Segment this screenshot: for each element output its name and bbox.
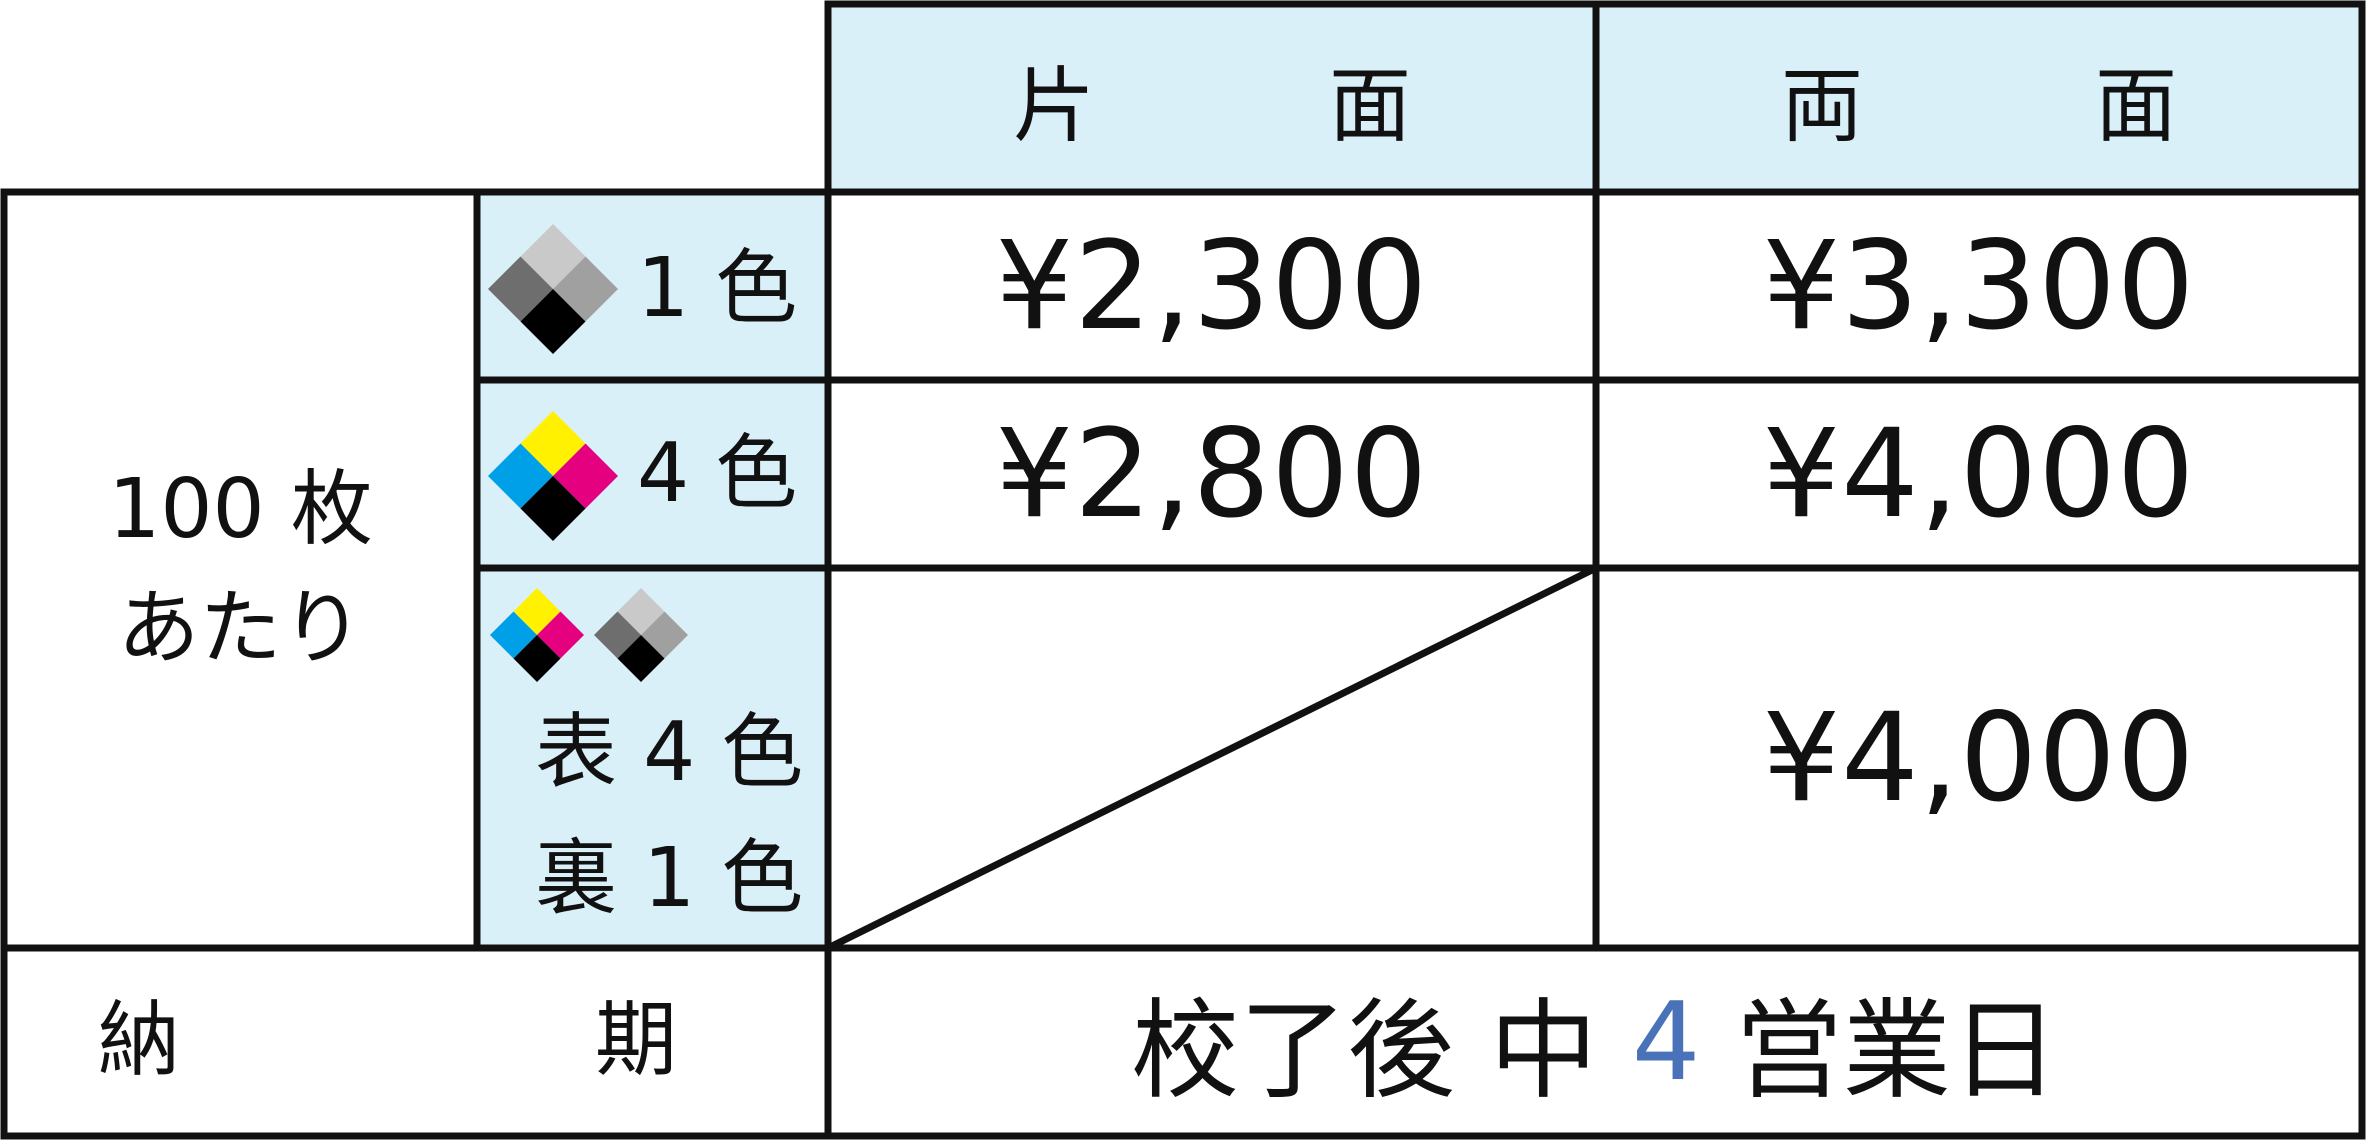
delivery-label-left: 納 <box>98 993 181 1088</box>
delivery-number: 4 <box>1631 979 1701 1105</box>
price-4color-single: ¥2,800 <box>995 403 1429 545</box>
header-double-char1: 両 <box>1781 58 1864 154</box>
price-1color-double: ¥3,300 <box>1762 215 2196 357</box>
quantity-line1: 100 枚 <box>108 462 373 558</box>
color-label-row2: 4 色 <box>637 426 798 521</box>
delivery-value: 校了後 中 4 営業日 <box>828 948 2362 1136</box>
delivery-label-right: 期 <box>595 993 678 1088</box>
color-label-row3-back: 裏 1 色 <box>535 831 804 926</box>
delivery-suffix: 営業日 <box>1700 989 2059 1114</box>
header-single-side: 片 面 <box>828 4 1596 192</box>
cmyk-diamond-icon <box>490 588 584 682</box>
price-4color-double: ¥4,000 <box>1762 403 2196 545</box>
price-mixed-double: ¥4,000 <box>1762 687 2196 829</box>
delivery-prefix: 校了後 中 <box>1131 989 1632 1114</box>
header-double-char2: 面 <box>2094 58 2177 154</box>
color-label-row1: 1 色 <box>637 241 798 336</box>
quantity-line2: あたり <box>117 581 364 676</box>
header-single-char2: 面 <box>1328 58 1411 154</box>
grayscale-diamond-icon <box>488 224 618 354</box>
header-single-char1: 片 <box>1013 58 1096 154</box>
color-label-row3-front: 表 4 色 <box>535 705 804 800</box>
not-available-diagonal <box>823 563 1601 953</box>
price-1color-single: ¥2,300 <box>995 215 1429 357</box>
cmyk-diamond-icon <box>488 411 618 541</box>
quantity-label: 100 枚 あたり <box>4 192 477 948</box>
header-bg-double <box>1596 4 2362 192</box>
grayscale-diamond-icon <box>594 588 688 682</box>
header-double-side: 両 面 <box>1596 4 2362 192</box>
header-bg-single <box>828 4 1596 192</box>
